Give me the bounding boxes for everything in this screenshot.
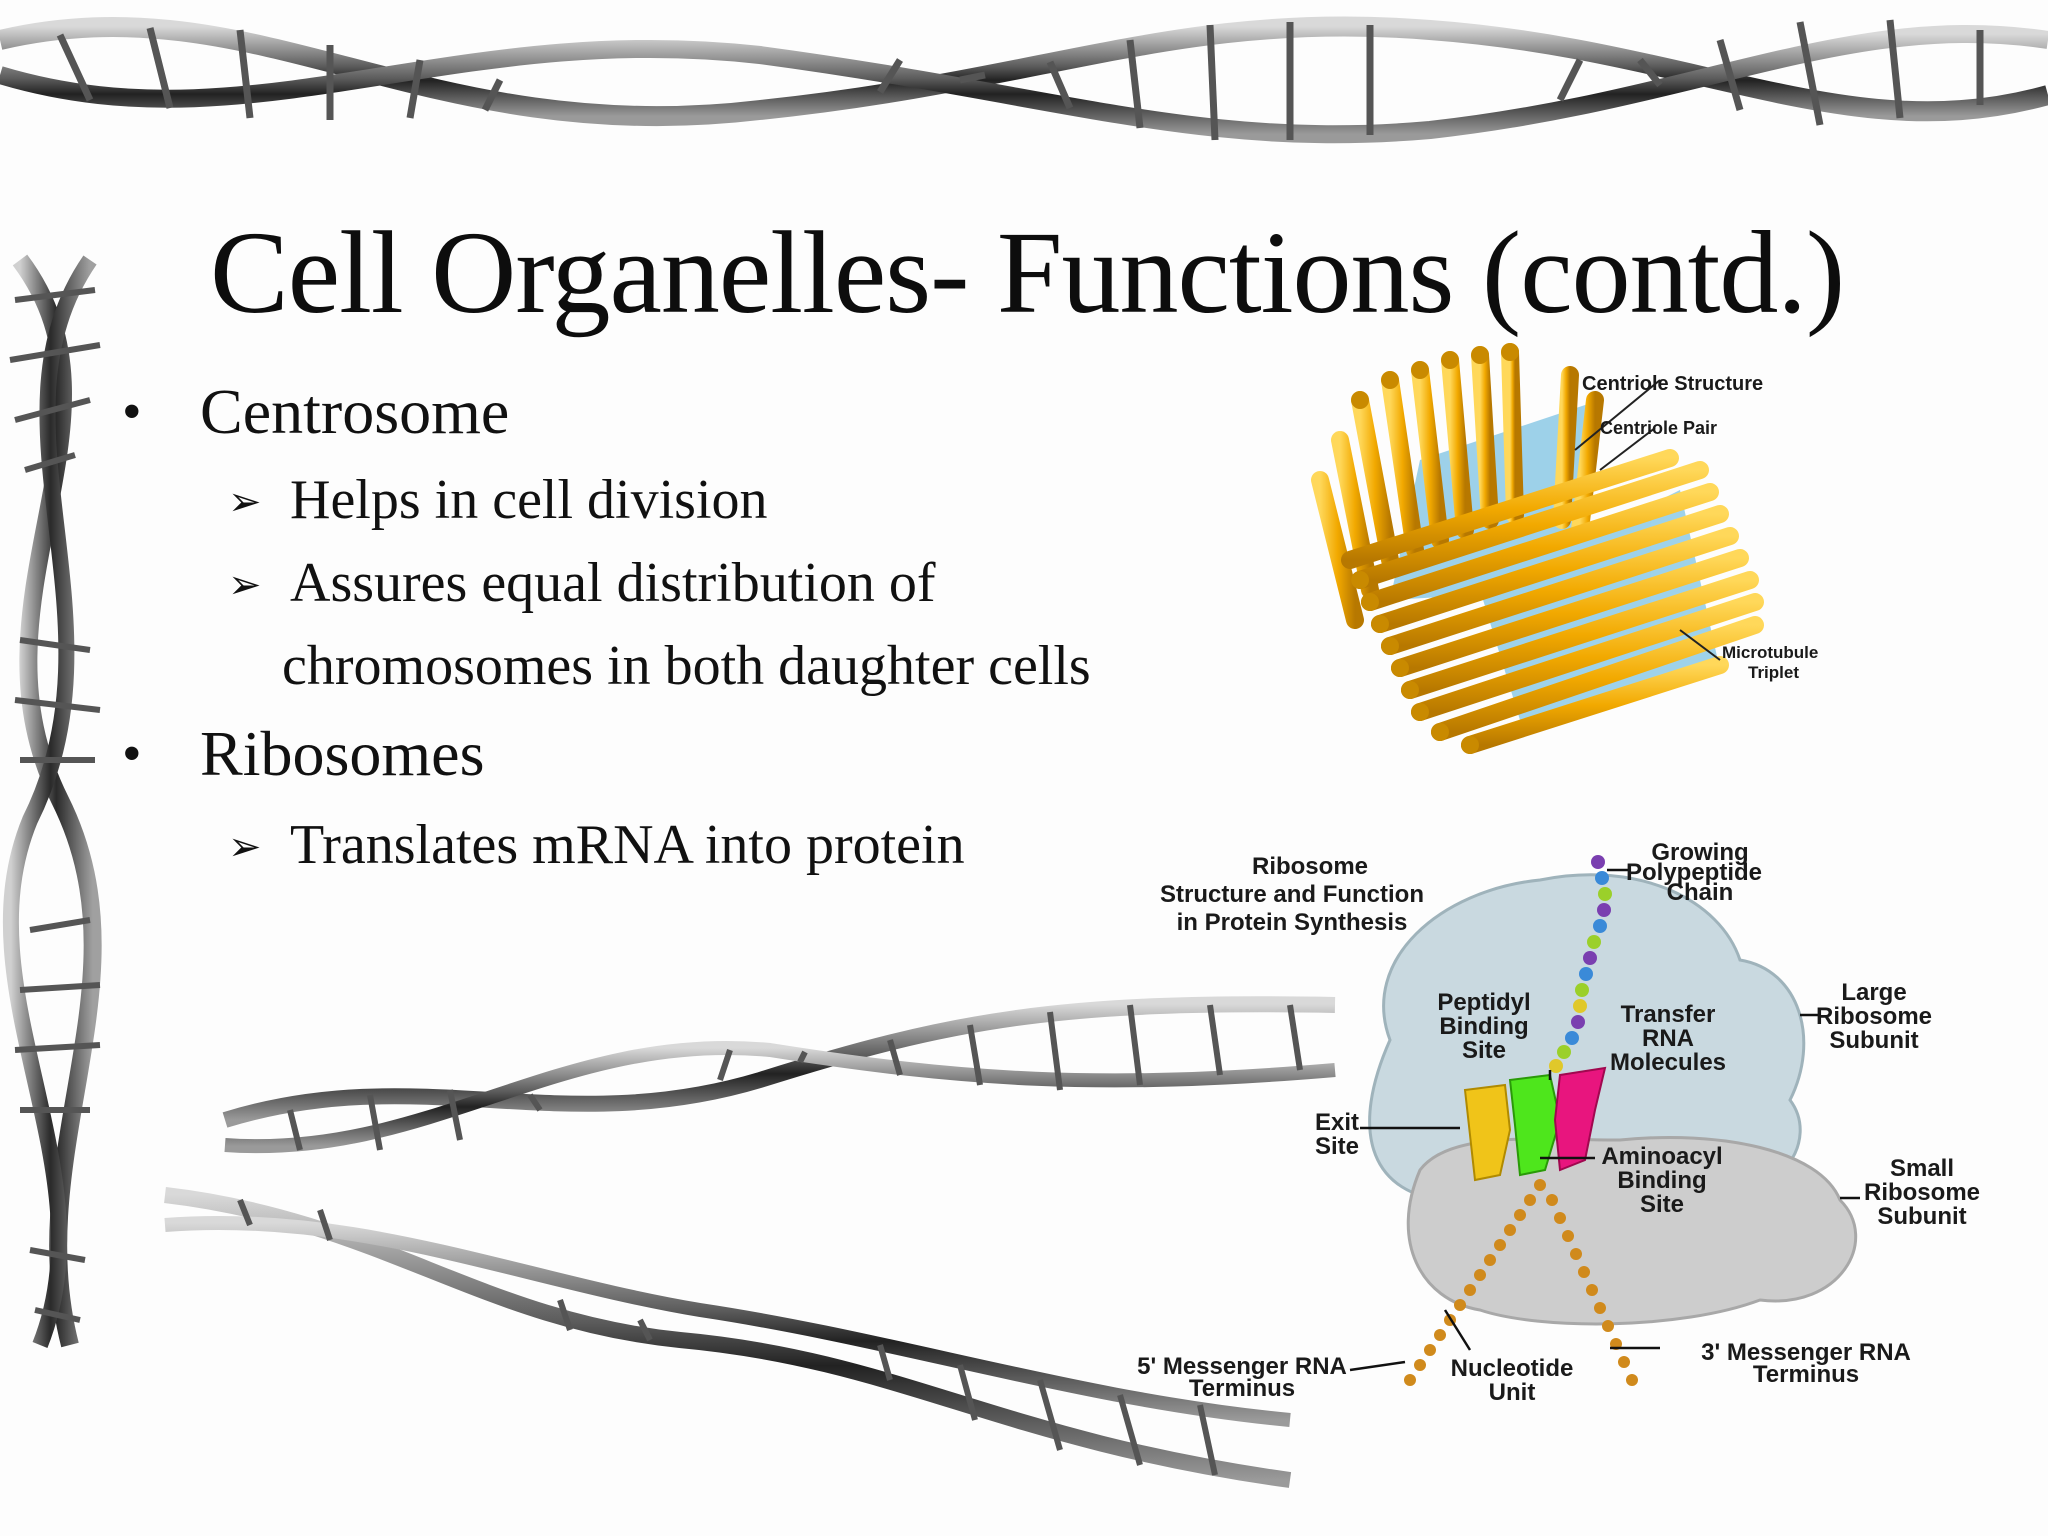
ribosome-title-2: Structure and Function	[1160, 881, 1424, 908]
peptidyl-label-1: Peptidyl	[1437, 989, 1530, 1016]
sub-bullet-arrow-icon: ➢	[228, 824, 262, 869]
small-subunit-label-1: Small	[1890, 1155, 1954, 1182]
peptidyl-label-3: Site	[1462, 1037, 1506, 1064]
point-assures-distribution: Assures equal distribution of	[290, 552, 936, 614]
centriole-horizontal-tubes	[1341, 449, 1764, 754]
ribosome-title-1: Ribosome	[1252, 853, 1368, 880]
microtubule-label-2: Triplet	[1748, 663, 1799, 682]
sub-bullet-arrow-icon: ➢	[228, 479, 262, 524]
aminoacyl-label-1: Aminoacyl	[1601, 1143, 1722, 1170]
nucleotide-label-2: Unit	[1489, 1379, 1536, 1406]
ribosome-structure-figure: Ribosome Structure and Function in Prote…	[1137, 840, 1980, 1406]
transfer-label-3: Molecules	[1610, 1049, 1726, 1076]
centriole-pair-label: Centriole Pair	[1600, 418, 1717, 438]
transfer-label-2: RNA	[1642, 1025, 1694, 1052]
bullet-centrosome: Centrosome	[200, 376, 510, 447]
small-ribosome-subunit	[1406, 1136, 1858, 1326]
large-subunit-label-3: Subunit	[1829, 1027, 1918, 1054]
top-helix	[0, 16, 2048, 144]
peptidyl-label-2: Binding	[1439, 1013, 1528, 1040]
growing-label-2: Polypeptide	[1626, 859, 1762, 886]
point-translates-mrna: Translates mRNA into protein	[290, 814, 965, 876]
trna-yellow	[1463, 1083, 1512, 1182]
large-subunit-label-2: Ribosome	[1816, 1003, 1932, 1030]
exit-site-label-1: Exit	[1315, 1109, 1359, 1136]
nucleotide-label-1: Nucleotide	[1451, 1355, 1574, 1382]
polypeptide-chain	[1549, 855, 1612, 1073]
large-subunit-label-1: Large	[1841, 979, 1906, 1006]
small-subunit-label-3: Subunit	[1877, 1203, 1966, 1230]
mrna-strand	[1404, 1179, 1638, 1386]
growing-label-3: Chain	[1667, 879, 1734, 906]
growing-label-1: Growing	[1651, 840, 1748, 866]
slide-title: Cell Organelles- Functions (contd.)	[210, 207, 1845, 338]
small-subunit-label-2: Ribosome	[1864, 1179, 1980, 1206]
five-prime-label-2: Terminus	[1189, 1375, 1295, 1402]
transfer-label-1: Transfer	[1621, 1001, 1716, 1028]
aminoacyl-label-3: Site	[1640, 1191, 1684, 1218]
three-prime-label-1: 3' Messenger RNA	[1701, 1339, 1911, 1366]
five-prime-label-1: 5' Messenger RNA	[1137, 1353, 1347, 1380]
bullet-dot-ribosomes: •	[122, 723, 142, 785]
microtubule-label-1: Microtubule	[1722, 643, 1818, 662]
point-assures-distribution-cont: chromosomes in both daughter cells	[282, 635, 1091, 697]
three-prime-label-2: Terminus	[1753, 1361, 1859, 1388]
exit-site-label-2: Site	[1315, 1133, 1359, 1160]
bullet-ribosomes: Ribosomes	[200, 718, 485, 789]
aminoacyl-label-2: Binding	[1617, 1167, 1706, 1194]
centriole-structure-figure: Centriole Structure Centriole Pair Micro…	[1311, 343, 1818, 754]
bullet-dot-centrosome: •	[122, 381, 142, 443]
sub-bullet-arrow-icon: ➢	[228, 562, 262, 607]
centriole-title: Centriole Structure	[1582, 373, 1763, 395]
trna-magenta	[1553, 1066, 1607, 1172]
point-helps-cell-division: Helps in cell division	[290, 469, 768, 531]
ribosome-title-3: in Protein Synthesis	[1177, 909, 1408, 936]
